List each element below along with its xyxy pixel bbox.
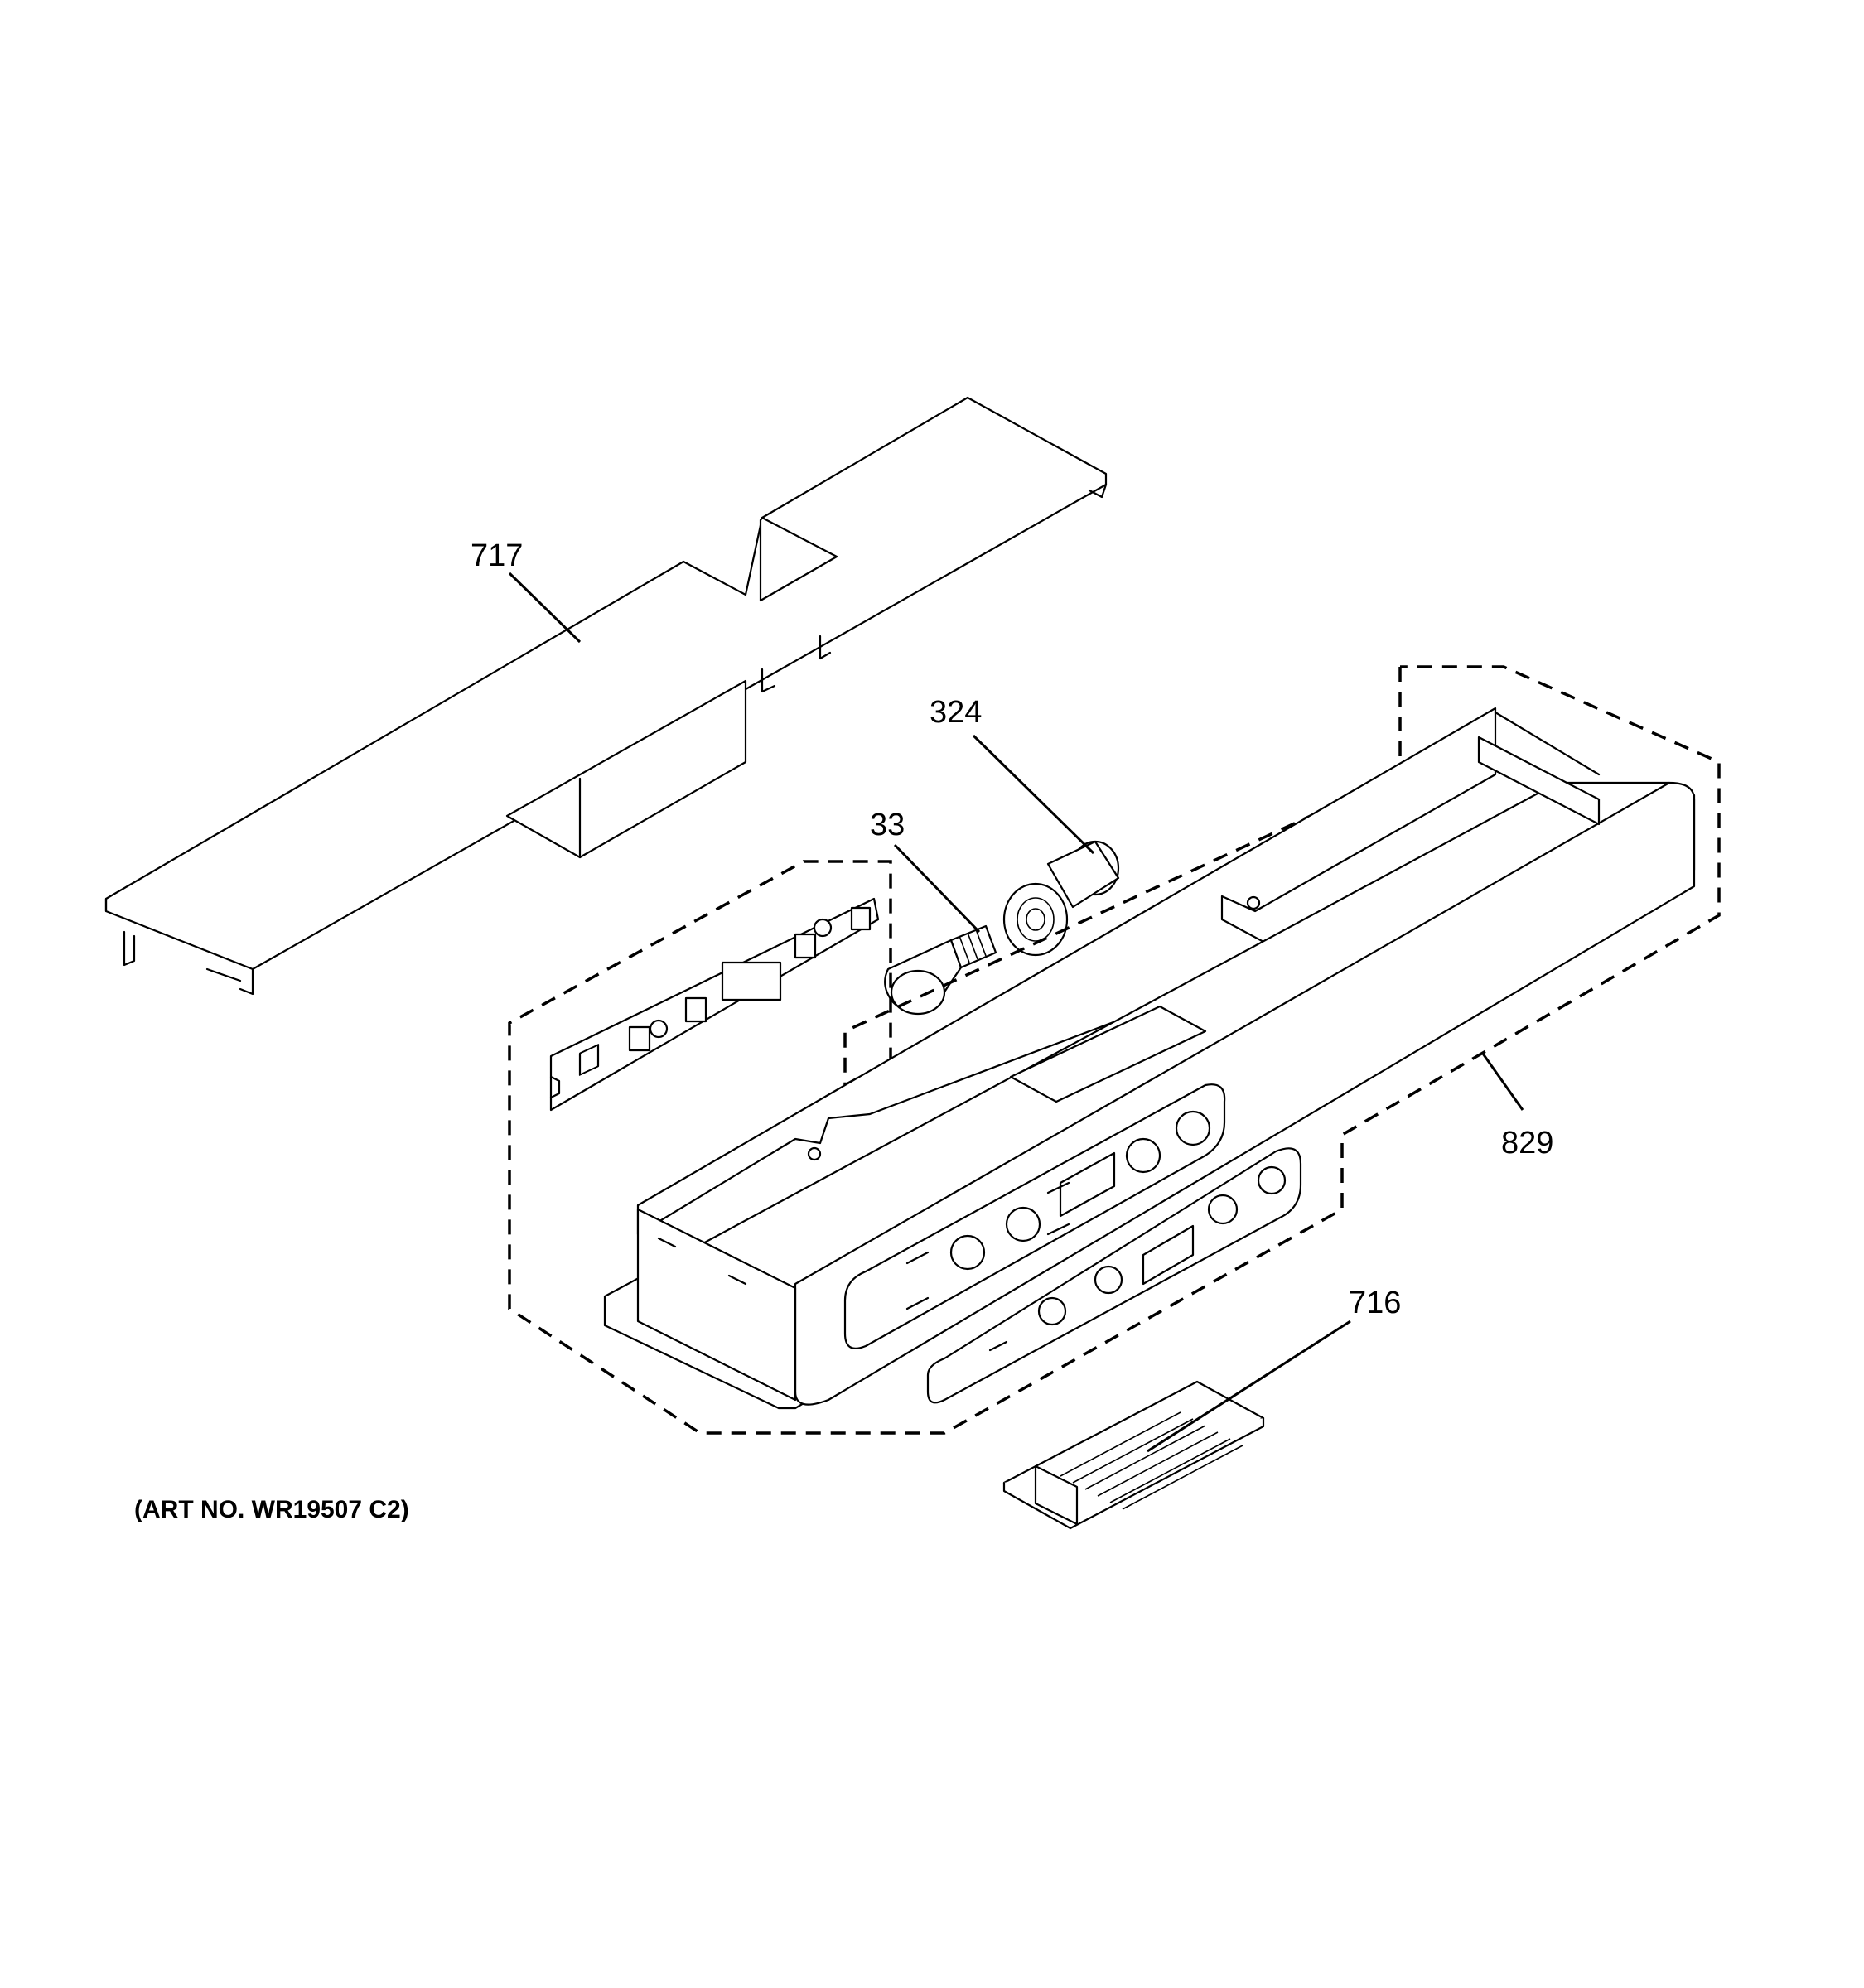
leader-33 — [893, 843, 981, 934]
callout-33: 33 — [870, 808, 905, 842]
control-panel-body — [603, 707, 1696, 1410]
leader-717 — [508, 572, 582, 644]
callout-716: 716 — [1349, 1286, 1401, 1320]
callout-829: 829 — [1501, 1126, 1553, 1160]
callout-324: 324 — [930, 695, 982, 730]
part-829-boundary — [508, 665, 1721, 1435]
part-324-bezel — [1002, 840, 1120, 957]
callout-717: 717 — [471, 538, 523, 573]
part-716-filter — [1002, 1380, 1265, 1530]
part-717-top-cover — [104, 396, 1108, 996]
leader-829 — [1481, 1053, 1524, 1111]
art-number: (ART NO. WR19507 C2) — [134, 1496, 409, 1523]
leader-716 — [1147, 1320, 1351, 1453]
control-board — [549, 897, 880, 1112]
leader-324 — [972, 734, 1095, 855]
